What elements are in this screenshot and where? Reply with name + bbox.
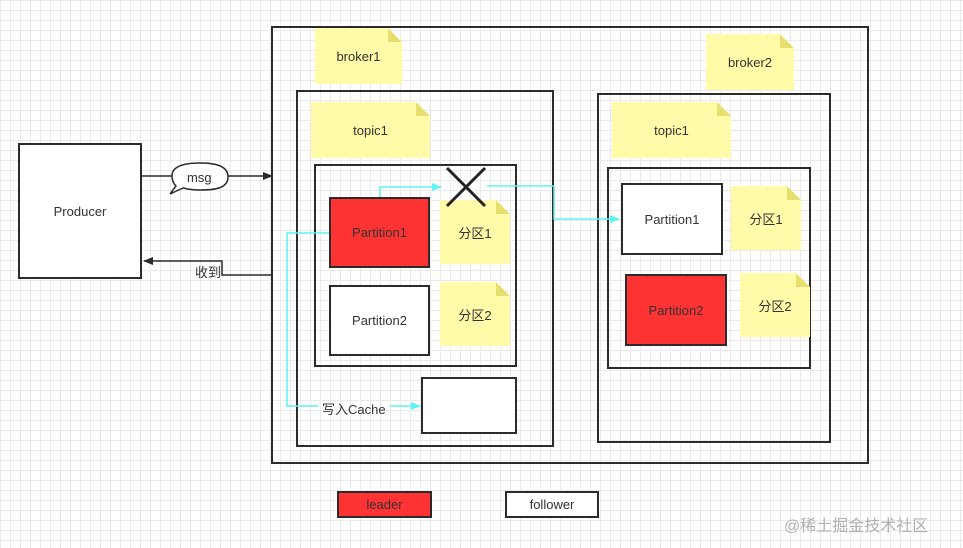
cross-icon bbox=[445, 166, 487, 208]
broker2-partition1: Partition1 bbox=[621, 183, 723, 255]
broker1-name: broker1 bbox=[336, 48, 381, 64]
cache-write-label: 写入Cache bbox=[322, 402, 386, 417]
broker2-partition2: Partition2 bbox=[625, 274, 727, 346]
broker1-box bbox=[296, 90, 554, 447]
broker2-topic-box bbox=[607, 167, 811, 369]
broker1-partition1: Partition1 bbox=[329, 197, 430, 268]
ack-label: 收到 bbox=[195, 265, 222, 280]
legend-follower: follower bbox=[505, 491, 599, 518]
cache-write-arrow bbox=[286, 232, 421, 410]
broker1-partition2-label: Partition2 bbox=[352, 313, 407, 328]
broker2-partition1-label: Partition1 bbox=[644, 211, 700, 227]
broker2-topic: topic1 bbox=[654, 122, 689, 138]
broker2-topic-note: topic1 bbox=[612, 102, 731, 158]
broker1-partition2: Partition2 bbox=[329, 285, 430, 356]
broker2-note2-label: 分区2 bbox=[758, 298, 792, 314]
broker-cluster-box bbox=[271, 26, 869, 464]
broker2-note1-label: 分区1 bbox=[749, 211, 783, 227]
producer-box: Producer bbox=[18, 143, 142, 279]
broker2-box bbox=[597, 93, 831, 443]
broker1-note1-label: 分区1 bbox=[458, 225, 492, 241]
msg-label: msg bbox=[187, 170, 212, 185]
msg-bubble-icon bbox=[169, 162, 229, 195]
cache-box bbox=[421, 377, 517, 434]
legend-follower-label: follower bbox=[529, 497, 575, 512]
broker1-topic-box bbox=[314, 164, 517, 367]
producer-label: Producer bbox=[53, 203, 107, 219]
broker1-note2-label: 分区2 bbox=[458, 307, 492, 323]
broker2-name: broker2 bbox=[727, 54, 773, 70]
legend-leader-label: leader bbox=[366, 497, 403, 512]
broker2-partition2-note: 分区2 bbox=[740, 273, 810, 337]
ack-arrow bbox=[143, 257, 271, 276]
broker1-topic: topic1 bbox=[353, 122, 388, 138]
broker1-topic-note: topic1 bbox=[311, 102, 430, 158]
broker1-partition2-note: 分区2 bbox=[440, 282, 510, 346]
replication-arrow-failed bbox=[379, 183, 442, 197]
replication-arrow-broker2 bbox=[487, 185, 620, 223]
broker2-partition2-label: Partition2 bbox=[648, 302, 704, 318]
watermark: @稀土掘金技术社区 bbox=[784, 518, 929, 535]
legend-leader: leader bbox=[337, 491, 432, 518]
broker1-partition1-label: Partition1 bbox=[352, 225, 407, 240]
